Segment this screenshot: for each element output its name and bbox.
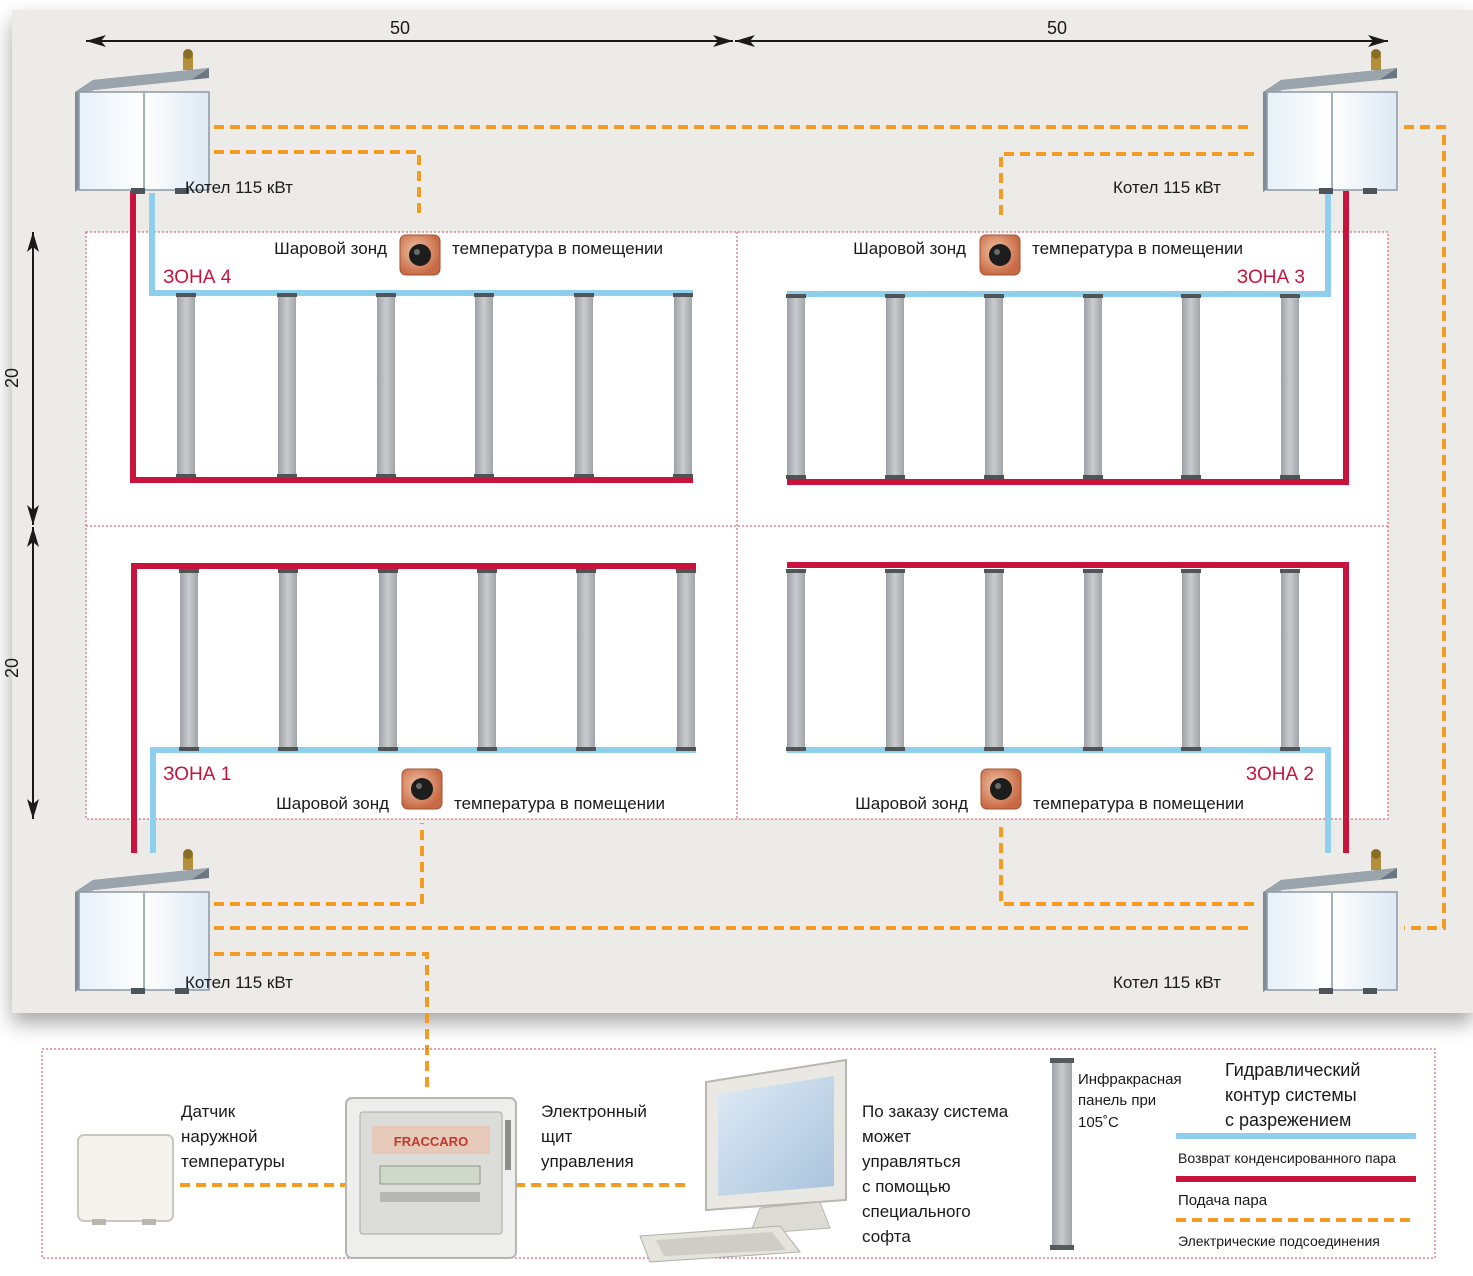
outdoor-sensor-label-2: наружной (181, 1127, 258, 1146)
boiler-label-tr: Котел 115 кВт (1113, 178, 1221, 197)
zone1-ir-panel (179, 569, 199, 751)
software-note-5: специального (862, 1202, 971, 1221)
outdoor-sensor-label-1: Датчик (181, 1102, 236, 1121)
zone3-probe-label: Шаровой зонд (853, 239, 966, 258)
ir-panel-label-2: панель при (1078, 1092, 1156, 1109)
zone1-ir-panel (576, 569, 596, 751)
zone4-globe-probe-icon (399, 234, 441, 276)
software-note-2: может (862, 1127, 911, 1146)
zone-grid (85, 231, 1389, 820)
zone2-globe-probe-icon (980, 768, 1022, 810)
zone1-ir-panel (477, 569, 497, 751)
boiler-tl (75, 49, 210, 194)
boiler-bl (75, 849, 210, 994)
zone2-ir-panel (1280, 569, 1300, 751)
dimension-label-top-left: 50 (390, 18, 410, 38)
outdoor-sensor-label-3: температуры (181, 1152, 285, 1171)
electric-line-to-panel (214, 952, 429, 1093)
zone4-label: ЗОНА 4 (163, 267, 232, 288)
zone2-ir-panel (1181, 569, 1201, 751)
zone1-probe-label: Шаровой зонд (276, 794, 389, 813)
software-note-3: управляться (862, 1152, 961, 1171)
zone3-ir-panel (1083, 294, 1103, 479)
legend-label-return: Возврат конденсированного пара (1178, 1150, 1396, 1166)
electric-line-bl-probe (214, 823, 424, 906)
zone4-ir-panel (376, 293, 396, 478)
ir-panel-label-1: Инфракрасная (1078, 1071, 1182, 1088)
software-note-4: с помощью (862, 1177, 951, 1196)
electric-line-tl-probe (214, 150, 421, 218)
hydraulic-zone2 (787, 562, 1349, 853)
legend-title-1: Гидравлический (1225, 1060, 1360, 1080)
zone4-ir-panel (176, 293, 196, 478)
zone2-probe-note: температура в помещении (1033, 794, 1244, 813)
dimension-label-left-upper: 20 (2, 368, 22, 388)
zone4-ir-panel (673, 293, 693, 478)
legend-title-3: с разрежением (1225, 1110, 1351, 1130)
hydraulic-zone1 (131, 563, 696, 853)
control-panel-device: FRACCARO (345, 1097, 517, 1259)
zone4-probe-label: Шаровой зонд (274, 239, 387, 258)
control-panel-label-3: управления (541, 1152, 634, 1171)
dimension-label-left-lower: 20 (2, 658, 22, 678)
zone1-ir-panel (378, 569, 398, 751)
control-panel-label-1: Электронный (541, 1102, 647, 1121)
zone2-probe-label: Шаровой зонд (855, 794, 968, 813)
zone1-ir-panel (676, 569, 696, 751)
zone1-globe-probe-icon (401, 768, 443, 810)
zone3-label: ЗОНА 3 (1237, 267, 1305, 288)
globe-probes (399, 234, 1022, 810)
legend-ir-panel (1050, 1058, 1074, 1250)
electric-line-right-loop (1404, 125, 1446, 930)
boilers (75, 49, 1398, 994)
control-panel-label-2: щит (541, 1127, 572, 1146)
dimension-arrows (27, 35, 1388, 819)
zone3-ir-panel (885, 294, 905, 479)
hydraulic-zone4 (130, 191, 693, 483)
zone2-ir-panel (786, 569, 806, 751)
legend-title-2: контур системы (1225, 1085, 1357, 1105)
zone3-ir-panel (1181, 294, 1201, 479)
zone4-ir-panel (277, 293, 297, 478)
boiler-br (1263, 849, 1398, 994)
ir-panels (176, 293, 1300, 751)
electric-line-tr-probe (999, 152, 1254, 218)
software-note-6: софта (862, 1227, 911, 1246)
zone2-ir-panel (984, 569, 1004, 751)
hydraulic-zone3 (787, 191, 1349, 485)
zone3-ir-panel (984, 294, 1004, 479)
zone4-ir-panel (574, 293, 594, 478)
zone2-label: ЗОНА 2 (1246, 764, 1314, 785)
zone4-ir-panel (474, 293, 494, 478)
software-note-1: По заказу система (862, 1102, 1009, 1121)
zone1-label: ЗОНА 1 (163, 764, 231, 785)
control-panel-brand: FRACCARO (394, 1134, 468, 1149)
electric-line-br-probe (999, 823, 1254, 906)
zone2-ir-panel (885, 569, 905, 751)
dimension-label-top-right: 50 (1047, 18, 1067, 38)
outdoor-sensor-device (77, 1134, 174, 1225)
legend-label-supply: Подача пара (1178, 1192, 1268, 1209)
boiler-label-tl: Котел 115 кВт (185, 178, 293, 197)
boiler-label-br: Котел 115 кВт (1113, 973, 1221, 992)
zone3-ir-panel (1280, 294, 1300, 479)
zone2-ir-panel (1083, 569, 1103, 751)
zone3-ir-panel (786, 294, 806, 479)
electric-connections (180, 125, 1446, 1187)
boiler-tr (1263, 49, 1398, 194)
computer-device (639, 1058, 847, 1263)
legend-label-electric: Электрические подсоединения (1178, 1233, 1380, 1249)
zone1-probe-note: температура в помещении (454, 794, 665, 813)
boiler-label-bl: Котел 115 кВт (185, 973, 293, 992)
equipment-box (41, 1048, 1436, 1259)
zone3-globe-probe-icon (979, 234, 1021, 276)
zone4-probe-note: температура в помещении (452, 239, 663, 258)
ir-panel-label-3: 105˚С (1078, 1114, 1119, 1131)
zone1-ir-panel (278, 569, 298, 751)
zone3-probe-note: температура в помещении (1032, 239, 1243, 258)
